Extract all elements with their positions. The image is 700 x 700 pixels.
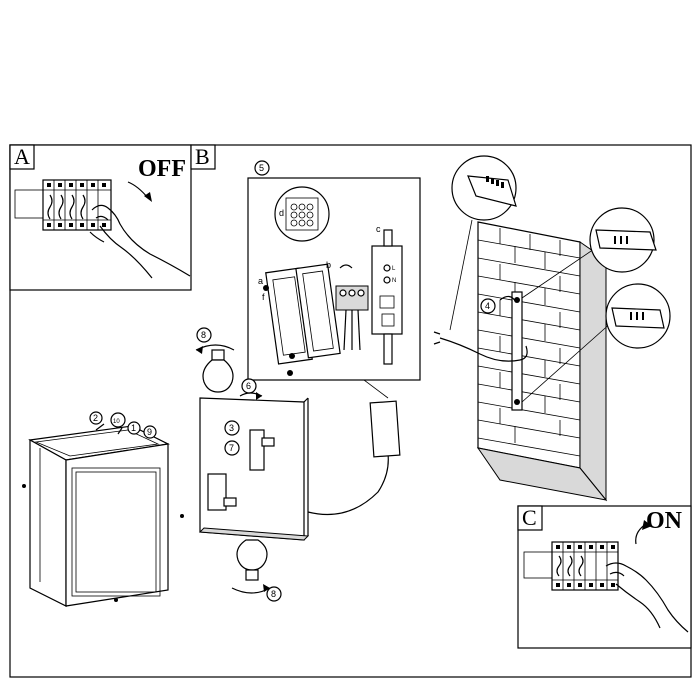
screw-magnifier-bottom	[605, 283, 671, 349]
inline-connector-box	[369, 400, 401, 458]
lamp-socket-bottom	[207, 473, 227, 511]
wire-letter-b: b	[326, 260, 331, 270]
panel-b-letter-box	[190, 144, 216, 170]
breaker-panel-on	[523, 541, 619, 591]
screw-icon	[289, 353, 295, 359]
lamp-socket-top	[249, 429, 265, 471]
step-5-number: 5	[259, 163, 264, 173]
screw-icon	[263, 285, 269, 291]
panel-a-frame	[9, 144, 192, 291]
panel-a-letter: A	[14, 144, 30, 169]
luminaire-body: 2 10 1 9	[22, 411, 184, 607]
step-5-detail: 5 d L N c a b f	[247, 160, 421, 381]
terminal-l: L	[392, 266, 396, 272]
step-9-number: 9	[147, 427, 152, 437]
terminal-n: N	[392, 278, 396, 284]
step-3-number: 3	[229, 423, 234, 433]
panel-a: A OFF	[9, 144, 192, 291]
step-4-number: 4	[485, 301, 490, 311]
gasket-plate	[295, 263, 341, 359]
power-cable	[307, 453, 389, 516]
panel-a-letter-box	[9, 144, 35, 170]
step-8-number-top: 8	[201, 330, 206, 340]
bracket-screw-icon	[514, 399, 520, 405]
wire-letter-f: f	[262, 292, 265, 302]
panel-b-letter: B	[195, 144, 210, 169]
step-7-number: 7	[229, 443, 234, 453]
step-1-number: 1	[131, 423, 136, 433]
wire-letter-a: a	[258, 276, 263, 286]
screw-icon	[287, 370, 293, 376]
wire-letter-c: c	[376, 224, 381, 234]
junction-box	[371, 245, 403, 335]
wire-letter-d: d	[279, 208, 284, 218]
panel-c-letter-box	[517, 505, 543, 531]
panel-c: C ON	[517, 505, 692, 649]
screw-magnifier-top	[589, 207, 657, 273]
panel-c-letter: C	[522, 505, 537, 530]
off-arrow-head-icon	[144, 192, 152, 202]
wall-cable	[439, 337, 528, 362]
on-label: ON	[646, 508, 683, 534]
hand-on	[605, 562, 689, 633]
bulb-bottom: 8	[231, 539, 282, 602]
step-6-number: 6	[246, 381, 251, 391]
off-label: OFF	[138, 156, 186, 182]
wall-plug-magnifier	[451, 155, 517, 221]
step-2-number: 2	[93, 413, 98, 423]
hand-off	[89, 204, 191, 279]
brick-wall: 4	[433, 219, 613, 502]
step-8-number-bottom: 8	[271, 589, 276, 599]
base-plate: 6 3 7	[198, 378, 310, 541]
on-arrow-head-icon	[642, 520, 652, 530]
bulb-top: 8	[195, 327, 235, 393]
panel-b-frame	[9, 144, 692, 678]
mounting-bracket	[511, 291, 523, 411]
step-10-number: 10	[113, 419, 120, 425]
